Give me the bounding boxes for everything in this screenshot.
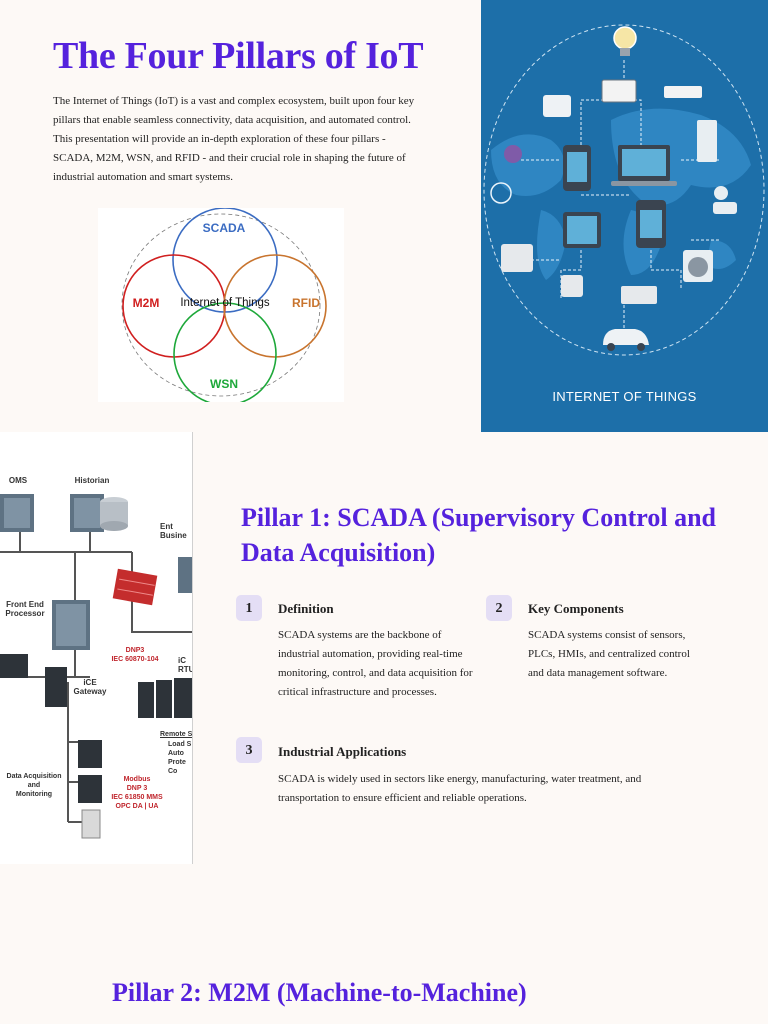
scada-architecture-diagram: OMS Historian Ent Busine Front End Proce… bbox=[0, 432, 193, 864]
iot-illustration: INTERNET OF THINGS bbox=[481, 0, 768, 432]
iot-image-label: INTERNET OF THINGS bbox=[552, 389, 697, 404]
pillar2-heading: Pillar 2: M2M (Machine-to-Machine) bbox=[112, 978, 527, 1007]
label-data-acquisition: Data Acquisition and Monitoring bbox=[6, 773, 62, 798]
firewall-icon bbox=[112, 568, 158, 606]
ice-gateway-icon bbox=[45, 667, 67, 707]
venn-svg: SCADA M2M Internet of Things RFID WSN bbox=[121, 207, 327, 406]
lightbulb-icon bbox=[613, 26, 637, 56]
scada-diagram-svg bbox=[0, 494, 192, 839]
io-module-icon bbox=[81, 809, 101, 839]
page-title: The Four Pillars of IoT bbox=[53, 35, 424, 77]
front-end-processor-icon bbox=[52, 600, 90, 650]
meter-device-icon bbox=[78, 740, 102, 768]
oms-server-icon bbox=[0, 494, 34, 532]
dashed-orbit bbox=[483, 24, 765, 356]
rack-device-icon bbox=[0, 654, 28, 678]
venn-boundary bbox=[121, 213, 321, 397]
security-camera-icon bbox=[713, 202, 737, 214]
label-historian: Historian bbox=[74, 476, 110, 485]
car-icon bbox=[603, 329, 649, 345]
card1-title: Definition bbox=[278, 601, 334, 616]
label-remote: Remote S bbox=[160, 731, 193, 738]
oven-icon bbox=[621, 286, 657, 304]
iot-illustration-svg bbox=[483, 24, 765, 356]
label-rtu: iC RTU bbox=[178, 656, 193, 674]
venn-label-scada: SCADA bbox=[203, 221, 246, 235]
robot-vacuum-icon bbox=[504, 145, 522, 163]
label-ice-gateway: iCE Gateway bbox=[73, 678, 107, 696]
venn-circle-rfid bbox=[223, 254, 327, 358]
card2-title: Key Components bbox=[528, 601, 624, 616]
fridge-icon bbox=[697, 120, 717, 162]
card1-number-badge: 1 bbox=[236, 595, 262, 621]
historian-server-icon bbox=[70, 494, 128, 532]
venn-label-wsn: WSN bbox=[210, 377, 238, 391]
venn-label-center: Internet of Things bbox=[180, 297, 270, 309]
radiator-icon bbox=[501, 244, 533, 272]
intro-paragraph: The Internet of Things (IoT) is a vast a… bbox=[53, 95, 415, 183]
card2-number-badge: 2 bbox=[486, 595, 512, 621]
label-dnp3: DNP3 IEC 60870-104 bbox=[111, 647, 159, 663]
pillar1-heading: Pillar 1: SCADA (Supervisory Control and… bbox=[241, 503, 717, 567]
card3-title: Industrial Applications bbox=[278, 744, 407, 759]
dishwasher-icon bbox=[543, 95, 571, 117]
venn-label-rfid: RFID bbox=[292, 296, 320, 310]
label-load: Load S Auto Prote Co bbox=[168, 741, 192, 775]
label-front-end: Front End Processor bbox=[5, 600, 45, 618]
label-modbus: Modbus DNP 3 IEC 61850 MMS OPC DA | UA bbox=[111, 776, 163, 810]
enterprise-server-icon bbox=[178, 557, 192, 593]
label-oms: OMS bbox=[8, 476, 28, 485]
protection-relay-icon bbox=[78, 775, 102, 803]
wifi-router-icon bbox=[490, 182, 512, 204]
card3-number-badge: 3 bbox=[236, 737, 262, 763]
coffee-machine-icon bbox=[561, 275, 583, 297]
card1-text: SCADA systems are the backbone of indust… bbox=[278, 629, 473, 698]
venn-label-m2m: M2M bbox=[133, 296, 160, 310]
air-conditioner-icon bbox=[664, 86, 702, 98]
venn-diagram: SCADA M2M Internet of Things RFID WSN bbox=[98, 207, 344, 406]
wifi-sensor-icon bbox=[714, 186, 728, 200]
label-enterprise: Ent Busine bbox=[160, 522, 187, 540]
rtu-devices-icon bbox=[138, 678, 192, 718]
card3-text: SCADA is widely used in sectors like ene… bbox=[278, 773, 642, 804]
microwave-icon bbox=[601, 79, 637, 103]
card2-text: SCADA systems consist of sensors, PLCs, … bbox=[528, 629, 690, 679]
